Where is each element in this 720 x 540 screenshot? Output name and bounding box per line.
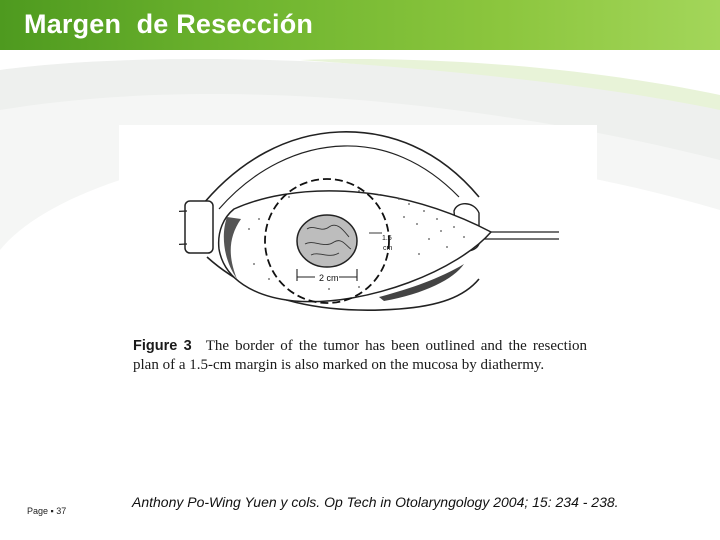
margin-label-top: 1.5	[382, 235, 392, 242]
slide-title: Margen de Resección	[24, 9, 314, 39]
title-bar: Margen de Resección	[0, 0, 720, 50]
figure-label: Figure 3	[133, 338, 192, 354]
left-retractor	[184, 200, 214, 254]
outer-opening	[198, 131, 480, 210]
caption-text: The border of the tumor has been outline…	[133, 338, 587, 373]
surgical-illustration: 2 cm 1.5 cm	[179, 131, 559, 311]
resection-margin	[264, 178, 390, 304]
margin-label-bottom: cm	[383, 245, 393, 252]
diameter-label: 2 cm	[319, 273, 339, 283]
page-number: Page ▪ 37	[27, 506, 67, 516]
tumor	[296, 214, 358, 268]
citation: Anthony Po-Wing Yuen y cols. Op Tech in …	[132, 494, 619, 510]
